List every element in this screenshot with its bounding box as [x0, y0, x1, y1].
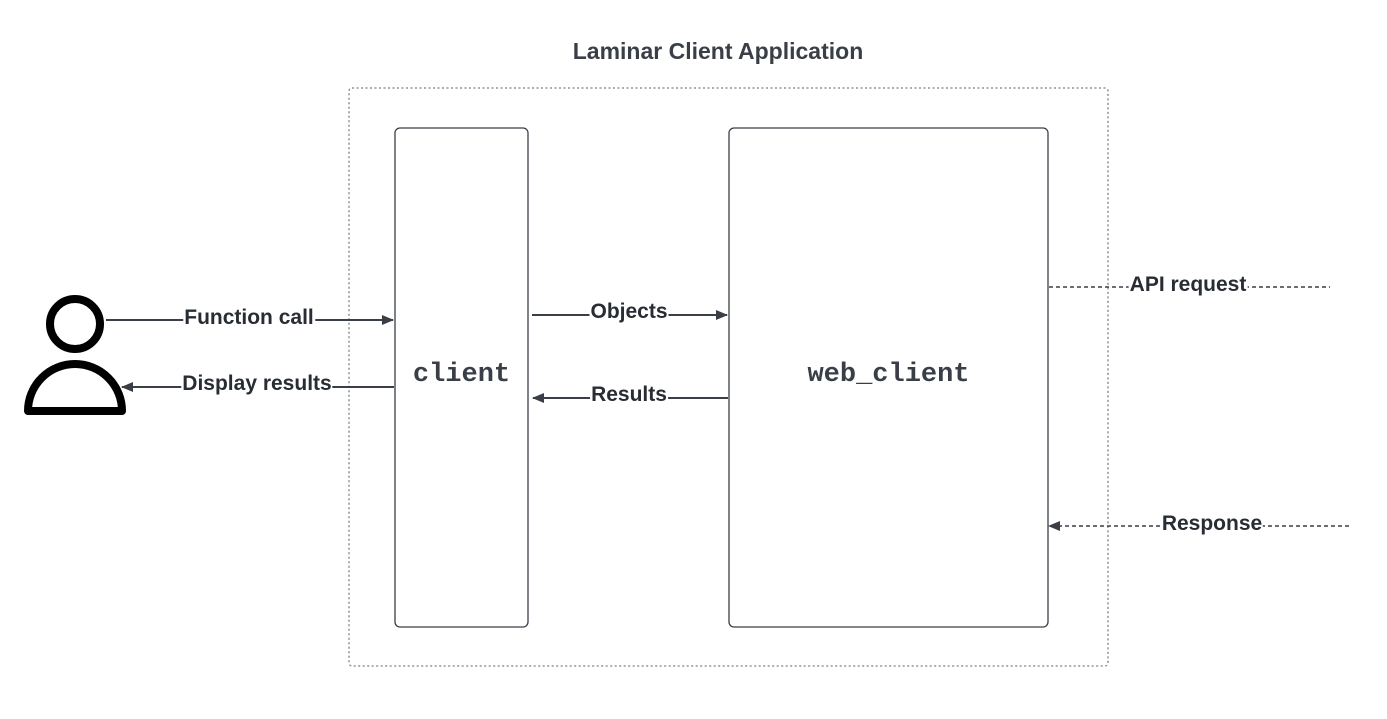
application-container [348, 87, 1109, 667]
client-label: client [412, 360, 511, 390]
user-icon [24, 295, 126, 415]
function-call-label: Function call [183, 306, 315, 330]
api-request-label: API request [1128, 273, 1248, 297]
web-client-label: web_client [807, 360, 970, 390]
objects-label: Objects [589, 300, 669, 324]
results-label: Results [590, 383, 668, 407]
diagram-title: Laminar Client Application [572, 38, 864, 64]
response-label: Response [1160, 512, 1264, 536]
web-client-box[interactable] [728, 127, 1049, 628]
display-results-label: Display results [181, 372, 333, 396]
client-box[interactable] [394, 127, 529, 628]
